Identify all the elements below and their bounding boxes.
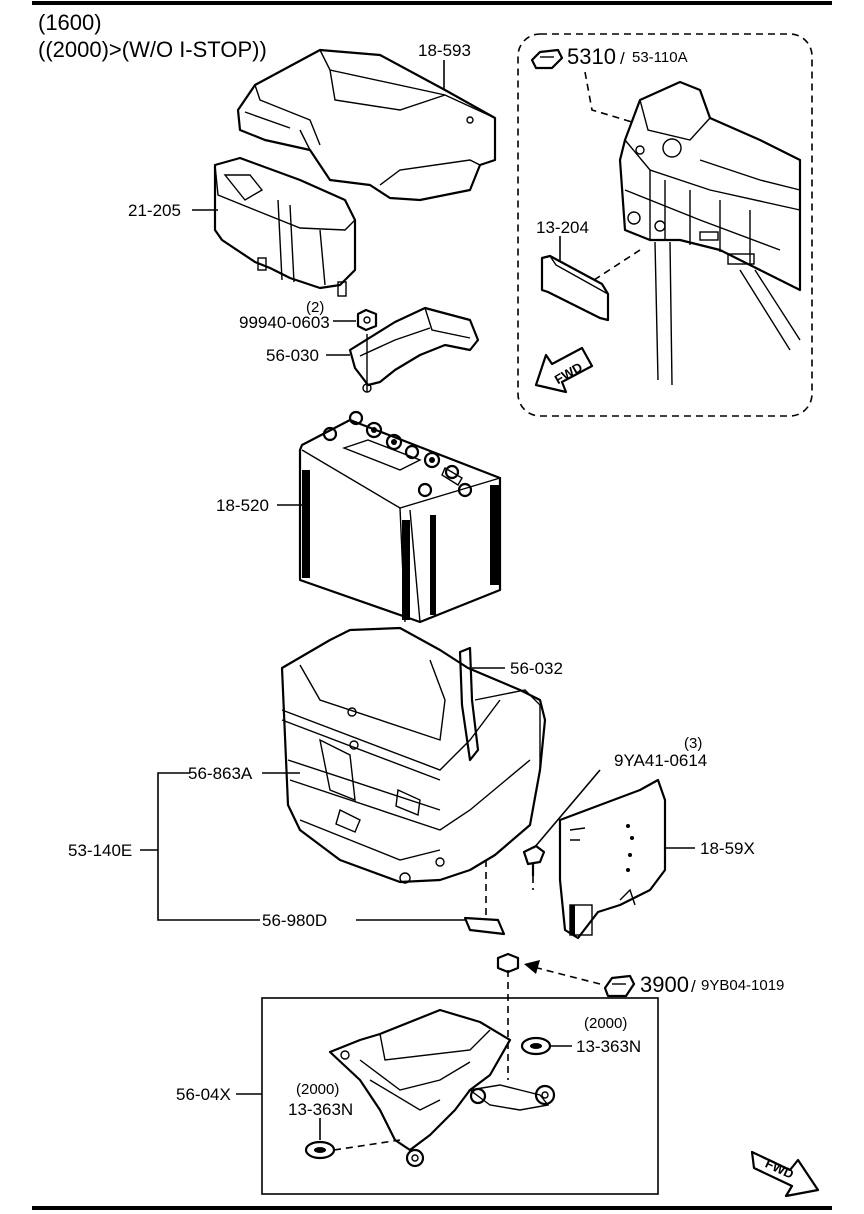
bracket-53-140e: [157, 772, 260, 921]
label-53-140e: 53-140E: [68, 841, 132, 860]
ref-3900-code: 3900: [640, 972, 689, 997]
label-56-980d: 56-980D: [262, 911, 327, 930]
part-56-030-clamp: [348, 306, 480, 393]
fwd-arrow-icon-main: FWD: [750, 1150, 820, 1198]
label-13-363n-right-note: (2000): [584, 1015, 627, 1032]
ref-3900-sep: /: [691, 977, 696, 996]
label-56-863a: 56-863A: [188, 764, 253, 783]
label-99940-qty: (2): [306, 299, 324, 316]
battery-terminals: [322, 410, 473, 498]
label-13-204: 13-204: [536, 218, 589, 237]
part-21-205-terminal-cover: [213, 156, 357, 297]
header-line-2: ((2000)>(W/O I-STOP)): [38, 37, 267, 62]
label-56-04x: 56-04X: [176, 1085, 231, 1104]
ref-3900-sub: 9YB04-1019: [701, 977, 784, 994]
header-line-1: (1600): [38, 10, 102, 35]
part-13-363n-right: [520, 1036, 552, 1056]
part-nut-lower: [496, 952, 520, 974]
label-9ya41-qty: (3): [684, 735, 702, 752]
label-99940-0603: 99940-0603: [239, 313, 330, 332]
part-18-59x-insulator: [558, 778, 667, 940]
part-99940-0603-nut: [356, 308, 378, 332]
ref-5310-sep: /: [620, 49, 625, 68]
label-18-593: 18-593: [418, 41, 471, 60]
label-13-363n-right: 13-363N: [576, 1037, 641, 1056]
part-56-032-bracket: [458, 646, 541, 770]
part-56-04x-bracket: [328, 1008, 556, 1168]
part-18-520-battery: [298, 410, 502, 624]
pointing-hand-icon-2: [603, 974, 636, 998]
part-56-863a-tray: [280, 626, 547, 884]
label-13-363n-left-note: (2000): [296, 1081, 339, 1098]
fwd-inset-label: FWD: [552, 359, 585, 387]
ref-5310-code: 5310: [567, 44, 616, 69]
part-9ya41-0614-bolt: [522, 844, 546, 876]
inset-vehicle-frame: [618, 80, 802, 386]
label-18-59x: 18-59X: [700, 839, 755, 858]
label-56-030: 56-030: [266, 346, 319, 365]
pointing-hand-icon-1: [530, 48, 564, 70]
box-56-04x: [261, 997, 659, 1195]
part-13-363n-left: [304, 1140, 336, 1160]
label-56-032: 56-032: [510, 659, 563, 678]
label-9ya41-0614: 9YA41-0614: [614, 751, 707, 770]
part-18-593-cover: [236, 48, 497, 202]
inset-box: [517, 33, 813, 417]
label-21-205: 21-205: [128, 201, 181, 220]
part-56-980d-spacer: [463, 916, 506, 936]
part-13-204: [540, 254, 610, 322]
label-13-363n-left: 13-363N: [288, 1100, 353, 1119]
fwd-main-label: FWD: [763, 1156, 796, 1182]
ref-5310-sub: 53-110A: [632, 49, 688, 66]
label-18-520: 18-520: [216, 496, 269, 515]
fwd-arrow-icon-inset: FWD: [534, 346, 594, 394]
